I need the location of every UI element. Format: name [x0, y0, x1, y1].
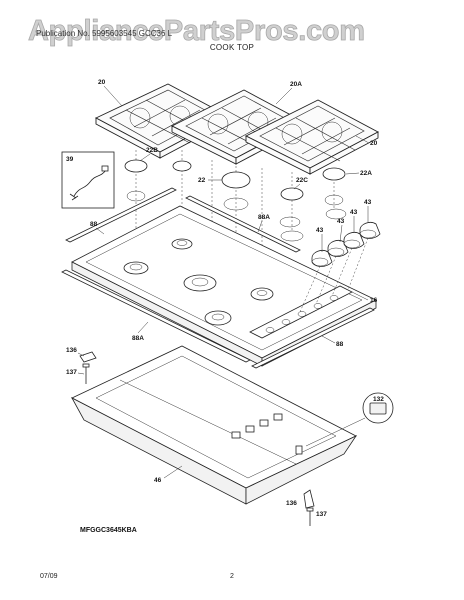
callout-cap-22b: 22B — [146, 147, 158, 154]
cap-22b — [124, 159, 148, 173]
screw-bottom — [306, 507, 314, 526]
cap-22 — [221, 171, 251, 189]
burner-caps — [124, 159, 346, 228]
callout-knob-b: 43 — [337, 218, 345, 225]
footer-date: 07/09 — [40, 573, 58, 580]
callout-trim-left: 88 — [90, 221, 98, 228]
callout-cap-22: 22 — [198, 177, 206, 184]
callout-pan: 46 — [154, 477, 162, 484]
wire-harness-inset — [61, 151, 115, 209]
grate-right — [244, 99, 379, 175]
bracket-bottom — [303, 489, 315, 509]
callout-grate-left: 20 — [98, 79, 106, 86]
cap-22c — [280, 187, 304, 201]
callout-spark-module: 132 — [373, 396, 384, 403]
callout-knob-d: 43 — [364, 199, 372, 206]
model-number: MFGGC3645KBA — [80, 527, 137, 534]
cap-22a — [322, 167, 346, 181]
callout-screw-top: 137 — [66, 369, 77, 376]
callout-screw-bottom: 137 — [316, 511, 327, 518]
callout-bracket-top: 136 — [66, 347, 77, 354]
callout-cap-22a: 22A — [360, 170, 372, 177]
callout-grate-right: 20 — [370, 140, 378, 147]
callout-trim-right: 88 — [336, 341, 344, 348]
screw-top — [82, 363, 90, 384]
callout-bezel: 16 — [370, 297, 378, 304]
watermark: AppliancePartsPros.com — [28, 15, 365, 47]
bracket-top — [79, 351, 97, 363]
burner-box-pan — [71, 345, 358, 505]
publication-header: Publication No. 5995603545 GCC36 L — [36, 29, 173, 38]
callout-harness: 39 — [66, 156, 74, 163]
callout-trim-bottom: 88A — [132, 335, 144, 342]
cooktop-surface — [71, 205, 377, 367]
callout-bracket-bottom: 136 — [286, 500, 297, 507]
page-number: 2 — [230, 573, 234, 580]
spark-module-inset — [305, 392, 394, 447]
callout-grate-center: 20A — [290, 81, 302, 88]
section-title: COOK TOP — [210, 43, 254, 52]
callout-knob-a: 43 — [316, 227, 324, 234]
callout-cap-22c: 22C — [296, 177, 308, 184]
knob — [359, 222, 381, 239]
side-trims — [61, 187, 375, 369]
control-knobs — [299, 222, 381, 313]
callout-trim-top: 88A — [258, 214, 270, 221]
callout-knob-c: 43 — [350, 209, 358, 216]
